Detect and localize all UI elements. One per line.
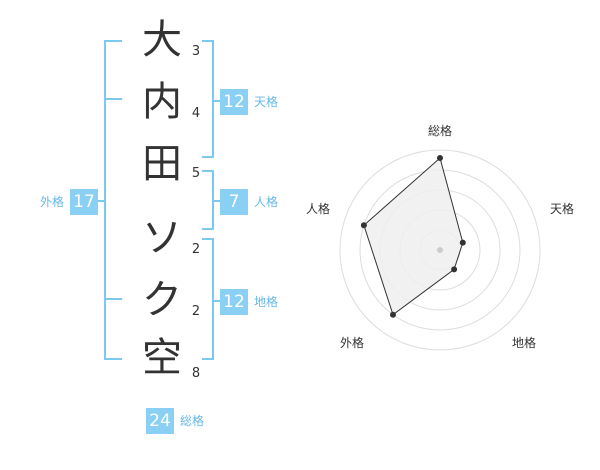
tenkaku-value-badge: 12 xyxy=(220,89,248,115)
jinkaku-bracket-connector xyxy=(212,200,220,202)
chikaku-bracket-vertical xyxy=(212,238,214,360)
gaikaku-bracket-bottom xyxy=(104,358,122,360)
tenkaku-bracket-bottom xyxy=(202,156,214,158)
name-char-3: 田 xyxy=(142,141,182,187)
radar-center-dot xyxy=(437,247,443,253)
stroke-count-3: 5 xyxy=(191,166,201,181)
chikaku-bracket-bottom xyxy=(202,358,214,360)
jinkaku-bracket-bottom xyxy=(202,228,214,230)
name-char-5: ク xyxy=(142,277,182,323)
radar-axis-label-jinkaku: 人格 xyxy=(305,202,330,216)
gaikaku-bracket-connector xyxy=(98,200,106,202)
gaikaku-bracket-tick-lower xyxy=(104,298,122,300)
radar-point-2 xyxy=(459,239,466,246)
name-char-4: ソ xyxy=(142,215,182,261)
gaikaku-label: 外格 xyxy=(40,195,65,209)
stroke-count-5: 2 xyxy=(191,304,201,319)
name-char-2: 内 xyxy=(142,79,182,125)
radar-point-1 xyxy=(437,155,443,161)
radar-series-polygon xyxy=(363,157,464,316)
soukaku-label: 総格 xyxy=(180,414,205,428)
tenkaku-bracket-top xyxy=(202,40,214,42)
radar-axis-label-soukaku: 総格 xyxy=(427,124,452,138)
chikaku-bracket-top xyxy=(202,238,214,240)
stroke-count-6: 8 xyxy=(191,366,201,381)
stroke-count-4: 2 xyxy=(191,242,201,257)
radar-axis-label-gaikaku: 外格 xyxy=(339,336,364,350)
soukaku-value-badge: 24 xyxy=(146,408,174,434)
gaikaku-bracket-top xyxy=(104,40,122,42)
radar-axis-label-tenkaku: 天格 xyxy=(549,202,574,216)
radar-ring-5 xyxy=(339,149,541,351)
fortune-radar-chart xyxy=(339,149,541,351)
radar-axis-label-chikaku: 地格 xyxy=(511,336,536,350)
name-char-1: 大 xyxy=(142,17,182,63)
jinkaku-bracket-top xyxy=(202,170,214,172)
gaikaku-value-badge: 17 xyxy=(70,189,98,215)
tenkaku-bracket-connector xyxy=(212,100,220,102)
stroke-count-2: 4 xyxy=(191,106,201,121)
tenkaku-label: 天格 xyxy=(254,95,279,109)
chikaku-label: 地格 xyxy=(254,295,279,309)
stroke-count-1: 3 xyxy=(191,44,201,59)
chikaku-bracket-connector xyxy=(212,300,220,302)
tenkaku-bracket-vertical xyxy=(212,40,214,158)
chikaku-value-badge: 12 xyxy=(220,289,248,315)
radar-point-3 xyxy=(451,266,458,273)
name-char-6: 空 xyxy=(142,335,182,381)
jinkaku-value-badge: 7 xyxy=(220,189,248,215)
gaikaku-bracket-tick-upper xyxy=(104,98,122,100)
jinkaku-label: 人格 xyxy=(254,195,279,209)
radar-point-5 xyxy=(360,222,367,229)
radar-point-4 xyxy=(390,311,396,318)
